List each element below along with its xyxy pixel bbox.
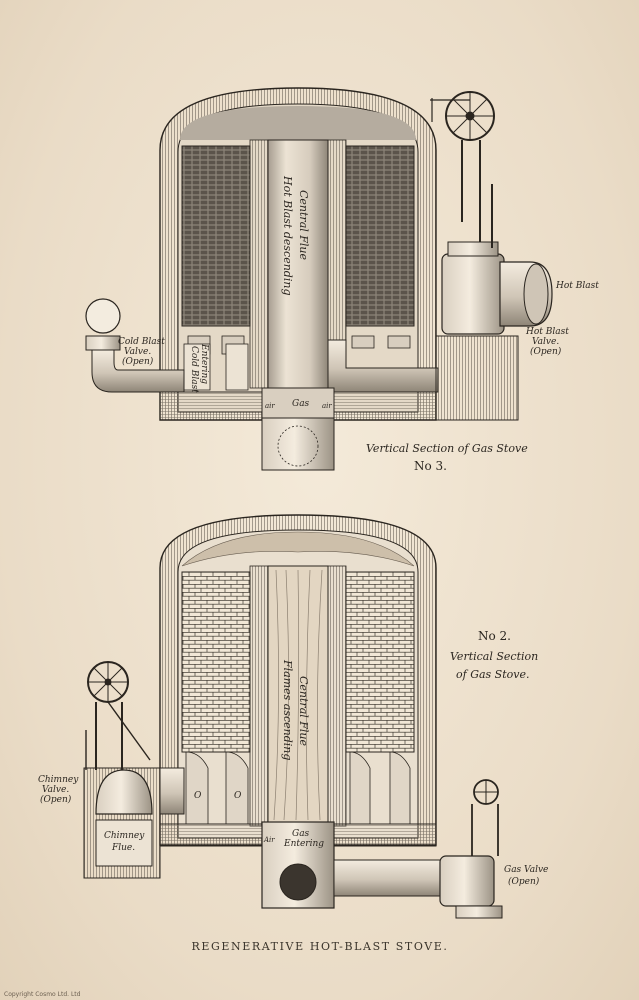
label-o-mid: O [234, 791, 242, 801]
label-air-left-top: air [265, 402, 275, 410]
figure-no3 [85, 87, 553, 471]
label-hot-blast-valve-1: Hot Blast [525, 327, 569, 337]
label-gas-valve-2: (Open) [508, 876, 540, 887]
top-handwheel [430, 91, 495, 248]
right-brick-regenerator [345, 571, 415, 753]
label-hot-blast-descending: Hot Blast descending [281, 175, 294, 296]
plate-title: REGENERATIVE HOT-BLAST STOVE. [191, 940, 448, 953]
chimney-valve [95, 769, 153, 815]
label-chimney-flue-1: Chimney [104, 831, 145, 841]
caption-bottom-line3: of Gas Stove. [456, 668, 529, 681]
label-chimney-valve-2: Valve. [42, 785, 69, 795]
label-central-flue-top: Central Flue [297, 190, 310, 260]
figure-no2 [83, 514, 503, 919]
label-central-flue-bottom: Central Flue [297, 676, 310, 746]
label-cold-blast-valve-1: Cold Blast [118, 337, 165, 347]
label-hot-blast-valve-3: (Open) [530, 346, 562, 357]
label-flames-ascending: Flames ascending [281, 659, 294, 760]
caption-top-line2: No 3. [414, 459, 447, 473]
figure-no2-labels: Flames ascending Central Flue Chimney Va… [38, 629, 548, 887]
label-gas-top: Gas [292, 399, 310, 409]
caption-bottom-line2: Vertical Section [450, 650, 538, 663]
hot-blast-valve [441, 253, 505, 335]
gas-valve-wheel [471, 779, 499, 856]
copyright-notice: Copyright Cosmo Ltd. Ltd [4, 991, 81, 998]
label-o-left: O [194, 791, 202, 801]
left-checker-bricks [181, 145, 251, 327]
label-chimney-valve-1: Chimney [38, 775, 79, 785]
label-cold-blast-entering-2: Entering [199, 343, 209, 384]
central-flue [267, 139, 329, 391]
label-gas-entering-1: Gas [292, 829, 310, 839]
gas-valve [439, 855, 495, 907]
chimney-valve-wheel [85, 661, 151, 770]
caption-bottom-line1: No 2. [478, 629, 511, 643]
figure-no3-labels: Hot Blast descending Central Flue Cold B… [118, 175, 599, 473]
label-cold-blast-valve-3: (Open) [122, 356, 154, 367]
caption-top-line1: Vertical Section of Gas Stove [366, 442, 528, 455]
central-flue-flames [267, 565, 329, 825]
right-checker-bricks [345, 145, 415, 327]
left-brick-regenerator [181, 571, 251, 753]
label-hot-blast-valve-2: Valve. [532, 337, 559, 347]
label-cold-blast-valve-2: Valve. [124, 347, 151, 357]
label-hot-blast: Hot Blast [555, 281, 599, 291]
label-cold-blast-entering-1: Cold Blast [189, 346, 199, 393]
cold-blast-valve-dome [85, 298, 121, 334]
label-gas-valve-1: Gas Valve [504, 865, 548, 875]
label-chimney-flue-2: Flue. [111, 843, 135, 853]
label-air-bottom: Air [263, 836, 275, 844]
label-chimney-valve-3: (Open) [40, 794, 72, 805]
label-air-right-top: air [322, 402, 332, 410]
label-gas-entering-2: Entering [283, 839, 324, 849]
